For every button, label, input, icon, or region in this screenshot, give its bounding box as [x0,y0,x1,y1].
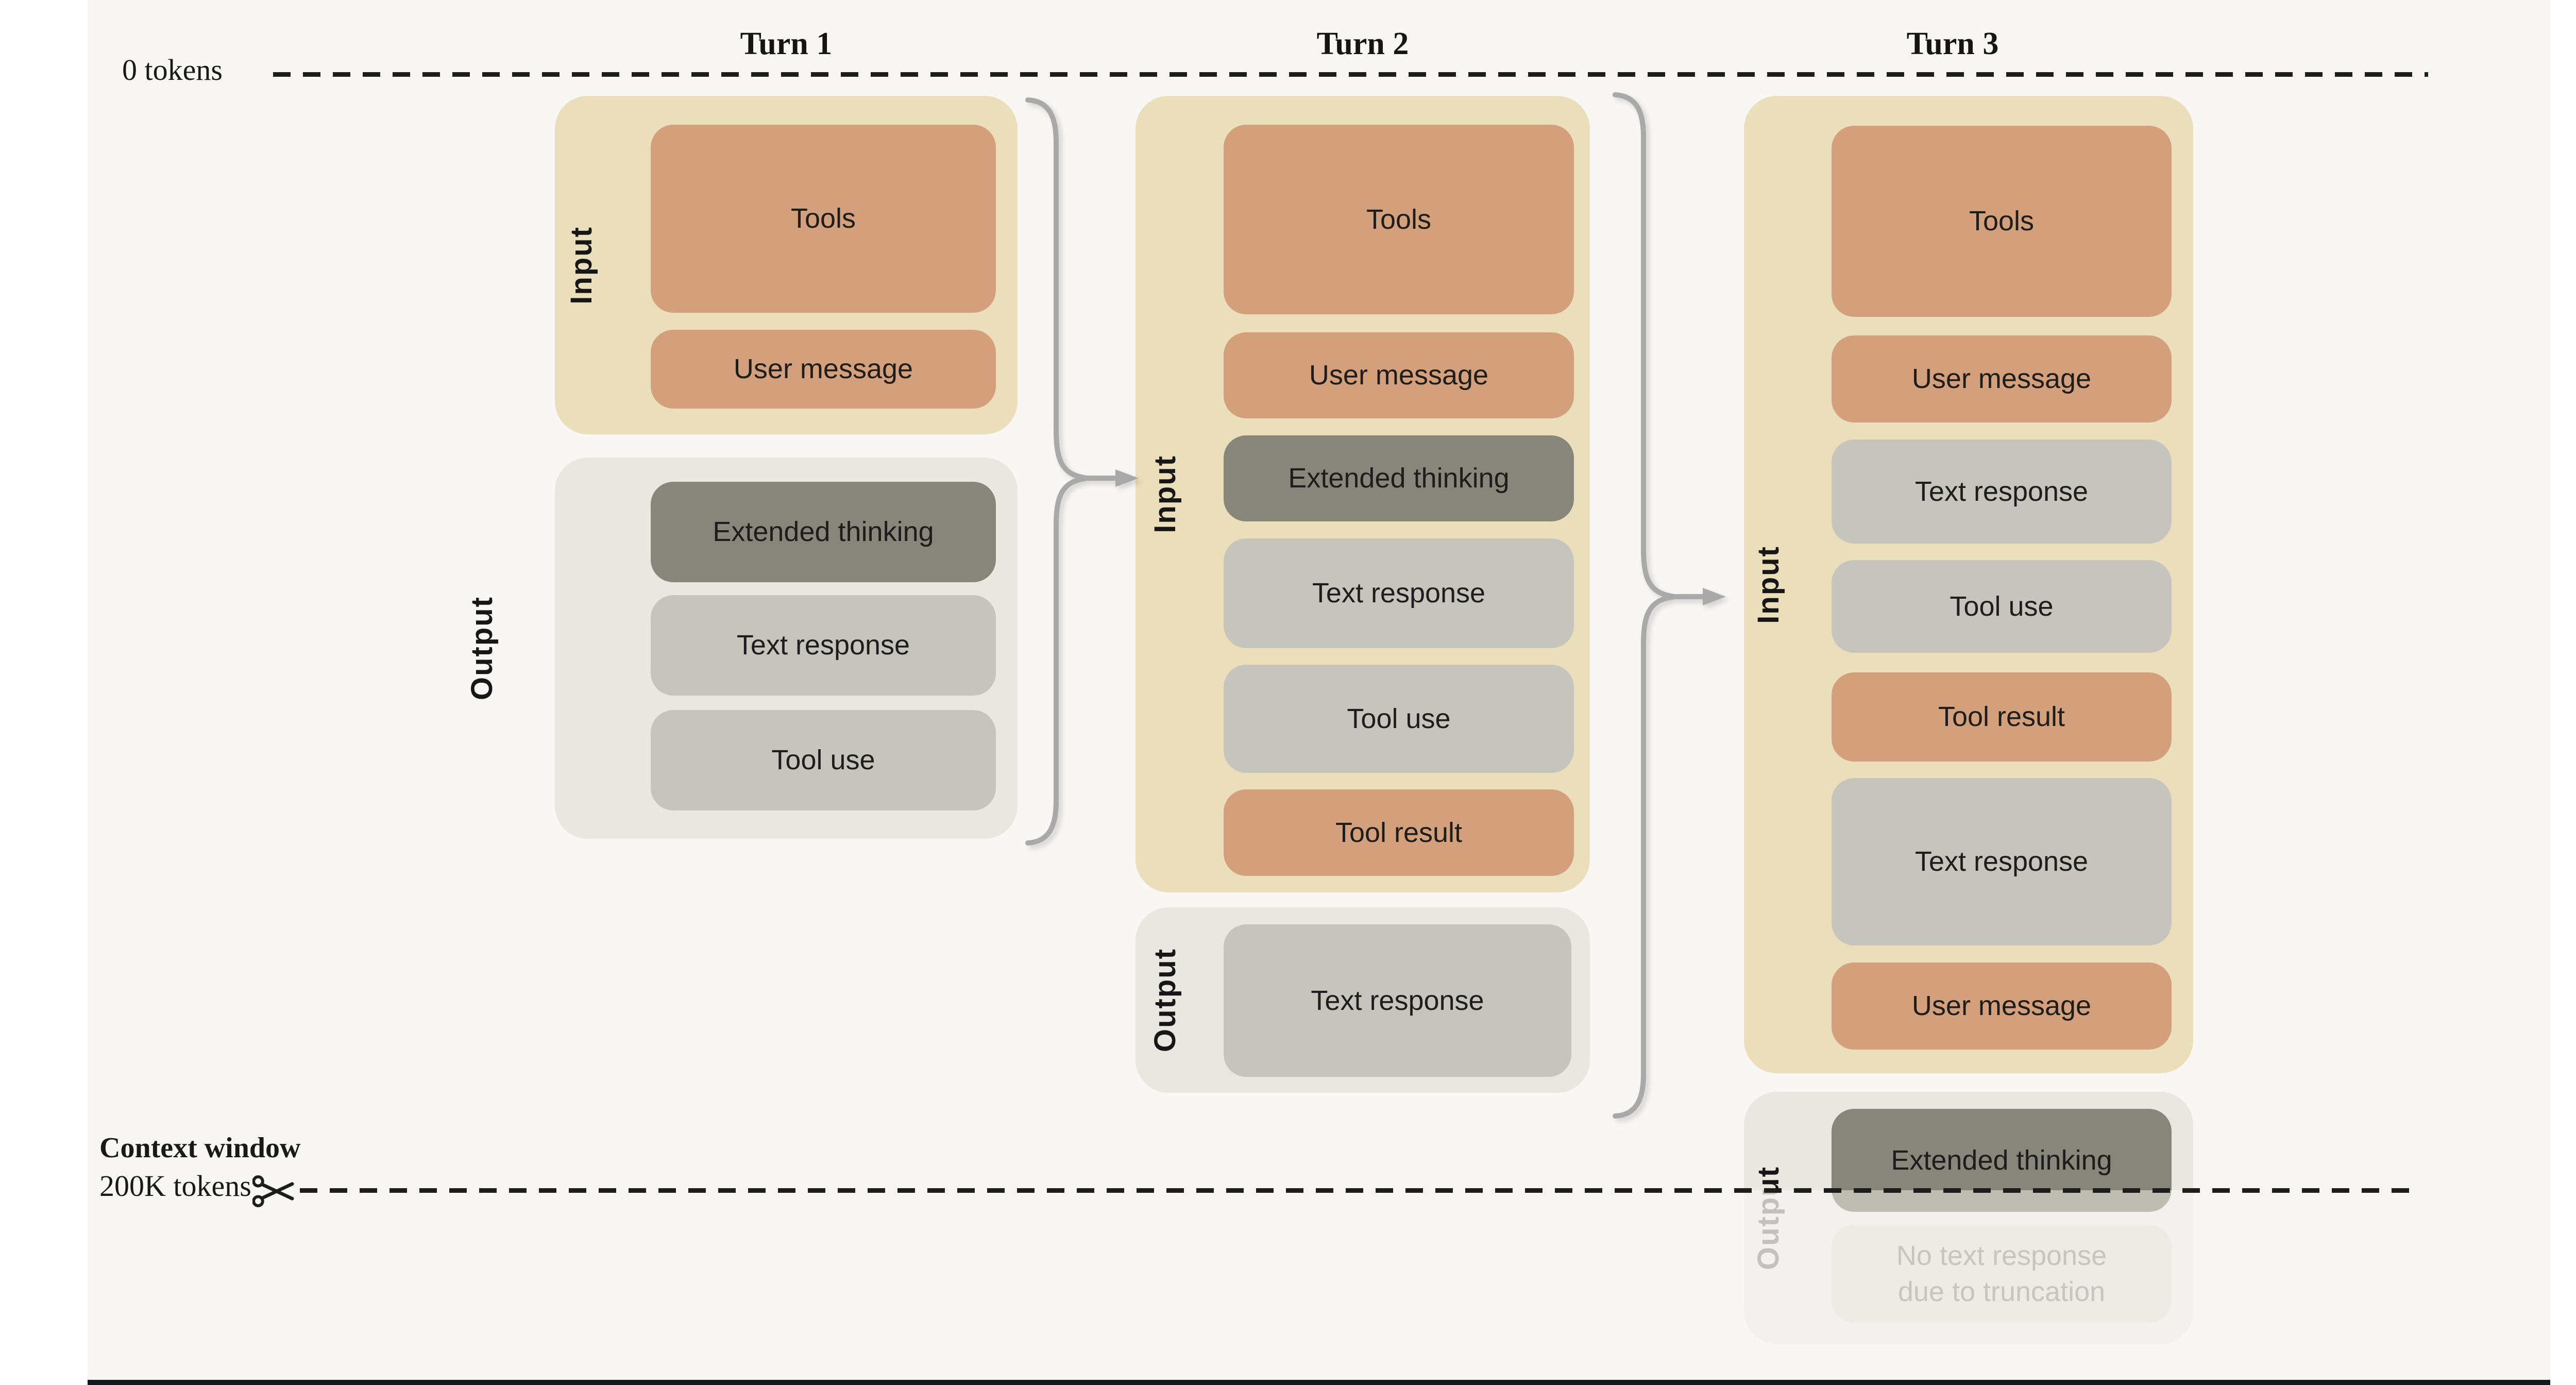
turn-3-extended-thinking-block: Extended thinking [1832,1109,2172,1212]
merge-arrow-icon [1613,92,1726,1119]
turn-3-input-label: Input [1751,545,1785,624]
turn-3-no-text-response-block: No text response due to truncation [1832,1225,2172,1323]
context-window-title: Context window [99,1132,301,1164]
zero-tokens-label: 0 tokens [122,53,223,87]
turn-2-output-text-response-block: Text response [1224,924,1571,1077]
turn-2-user-message-block: User message [1224,332,1574,418]
scissors-icon [252,1175,294,1207]
turn-1-output-label: Output [465,596,499,701]
turn-3-text-response-block-2: Text response [1832,778,2172,945]
turn-2-title: Turn 2 [1316,26,1409,61]
turn-3-user-message-block-2: User message [1832,962,2172,1050]
turn-3-tool-result-block: Tool result [1832,672,2172,762]
turn-2-tool-use-block: Tool use [1224,665,1574,773]
turn-3-title: Turn 3 [1906,26,1999,61]
turn-1-user-message-block: User message [651,330,996,409]
turn-3-user-message-block: User message [1832,335,2172,423]
footer-bar [88,1380,2550,1385]
turn-2-tools-block: Tools [1224,125,1574,314]
zero-tokens-line [273,72,2428,77]
context-window-limit-line [300,1188,2417,1193]
merge-arrow-icon [1025,97,1139,846]
turn-1-extended-thinking-block: Extended thinking [651,482,996,582]
turn-1-tool-use-block: Tool use [651,710,996,810]
turn-2-output-label: Output [1148,948,1182,1053]
turn-1-text-response-block: Text response [651,595,996,696]
turn-2-extended-thinking-block: Extended thinking [1224,435,1574,521]
turn-3-tools-block: Tools [1832,126,2172,317]
turn-3-tool-use-block: Tool use [1832,560,2172,653]
turn-1-title: Turn 1 [740,26,833,61]
turn-2-text-response-block: Text response [1224,538,1574,648]
turn-3-text-response-block: Text response [1832,440,2172,544]
turn-2-input-label: Input [1148,455,1182,533]
turn-2-tool-result-block: Tool result [1224,789,1574,876]
turn-1-input-label: Input [564,226,598,305]
turn-1-tools-block: Tools [651,125,996,313]
context-window-value: 200K tokens [99,1169,251,1203]
